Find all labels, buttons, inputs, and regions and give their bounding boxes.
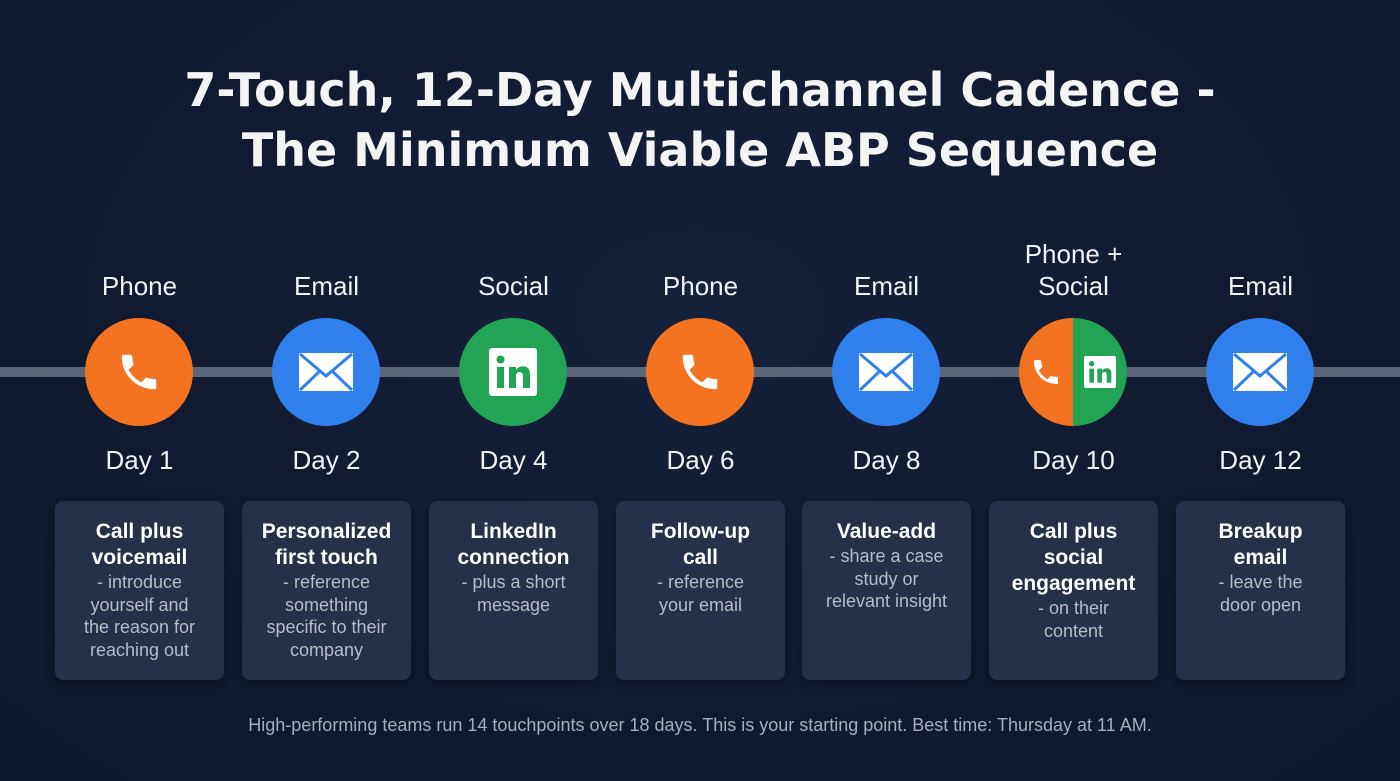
email-circle <box>1206 318 1314 426</box>
step-day-10: Phone + Social Day 10 Call plus social e… <box>980 0 1167 781</box>
linkedin-icon <box>1084 356 1116 388</box>
social-circle <box>459 318 567 426</box>
card-desc-1: - on their <box>1037 598 1110 618</box>
channel-label: Email <box>293 271 359 301</box>
phone-social-circle <box>1019 318 1127 426</box>
page-title: 7-Touch, 12-Day Multichannel Cadence - T… <box>0 60 1400 180</box>
card-desc-3: the reason for <box>83 617 196 637</box>
step-card: LinkedIn connection - plus a short messa… <box>429 501 598 680</box>
card-title-2: social <box>1043 546 1104 569</box>
step-day-2: Email Day 2 Personalized first touch - r… <box>233 0 420 781</box>
title-line-1: 7-Touch, 12-Day Multichannel Cadence - <box>184 63 1216 117</box>
channel-label: Phone <box>101 271 178 301</box>
step-card: Value-add - share a case study or releva… <box>802 501 971 680</box>
card-title-1: Follow-up <box>650 520 751 543</box>
email-icon <box>858 352 914 392</box>
card-desc-4: reaching out <box>89 639 190 660</box>
step-card: Follow-up call - reference your email <box>616 501 785 680</box>
step-day-1: Phone Day 1 Call plus voicemail - introd… <box>46 0 233 781</box>
card-desc-3: specific to their <box>266 617 387 637</box>
card-desc-2: content <box>1043 620 1104 641</box>
channel-label-line-2: Social <box>1038 271 1109 301</box>
card-title-2: connection <box>457 546 570 569</box>
card-desc-1: - leave the <box>1218 572 1303 592</box>
social-half <box>1073 318 1127 426</box>
channel-label-line-1: Phone + <box>1024 239 1123 269</box>
card-desc-4: company <box>289 639 364 660</box>
day-label: Day 4 <box>479 445 548 475</box>
title-line-2: The Minimum Viable ABP Sequence <box>241 123 1159 177</box>
step-day-4: Social Day 4 LinkedIn connection - plus … <box>420 0 607 781</box>
card-desc-1: - introduce <box>96 572 183 592</box>
card-desc-1: - plus a short <box>461 572 566 592</box>
card-title-1: LinkedIn <box>470 520 557 543</box>
card-title-1: Call plus <box>1029 520 1118 543</box>
card-title-2: call <box>682 546 719 569</box>
card-title-2: first touch <box>275 546 378 569</box>
channel-label: Email <box>853 271 919 301</box>
channel-label: Social <box>478 271 549 301</box>
email-icon <box>1232 352 1288 392</box>
step-card: Personalized first touch - reference som… <box>242 501 411 680</box>
day-label: Day 6 <box>666 445 735 475</box>
email-circle <box>832 318 940 426</box>
card-title-1: Value-add <box>836 520 937 543</box>
card-desc-2: yourself and <box>90 594 189 615</box>
card-desc-2: door open <box>1219 594 1302 615</box>
phone-half <box>1019 318 1073 426</box>
card-desc-2: your email <box>658 594 743 615</box>
day-label: Day 8 <box>852 445 921 475</box>
card-title-3: engagement <box>1011 572 1136 595</box>
phone-icon <box>682 354 718 390</box>
footer-note: High-performing teams run 14 touchpoints… <box>248 715 1152 735</box>
phone-circle <box>646 318 754 426</box>
step-day-8: Email Day 8 Value-add - share a case stu… <box>793 0 980 781</box>
card-title-2: voicemail <box>91 546 188 569</box>
card-desc-3: relevant insight <box>825 591 948 611</box>
step-card: Call plus voicemail - introduce yourself… <box>55 501 224 680</box>
card-title-2: email <box>1233 546 1288 569</box>
phone-circle <box>85 318 193 426</box>
day-label: Day 10 <box>1032 445 1115 475</box>
step-day-12: Email Day 12 Breakup email - leave the d… <box>1167 0 1354 781</box>
card-desc-1: - reference <box>656 572 745 592</box>
step-day-6: Phone Day 6 Follow-up call - reference y… <box>607 0 794 781</box>
card-desc-1: - reference <box>282 572 371 592</box>
step-card: Call plus social engagement - on their c… <box>989 501 1158 680</box>
day-label: Day 2 <box>292 445 361 475</box>
card-title-1: Personalized <box>261 520 392 543</box>
day-label: Day 1 <box>105 445 174 475</box>
linkedin-icon <box>489 348 537 396</box>
channel-label: Email <box>1227 271 1293 301</box>
channel-label: Phone <box>662 271 739 301</box>
day-label: Day 12 <box>1219 445 1302 475</box>
card-desc-1: - share a case <box>829 546 944 566</box>
card-desc-2: something <box>284 594 369 615</box>
card-title-1: Call plus <box>95 520 184 543</box>
card-desc-2: message <box>476 594 551 615</box>
phone-icon <box>1034 360 1058 384</box>
card-desc-2: study or <box>854 568 919 589</box>
phone-icon <box>121 354 157 390</box>
email-icon <box>298 352 354 392</box>
card-title-1: Breakup <box>1218 520 1303 543</box>
email-circle <box>272 318 380 426</box>
step-card: Breakup email - leave the door open <box>1176 501 1345 680</box>
